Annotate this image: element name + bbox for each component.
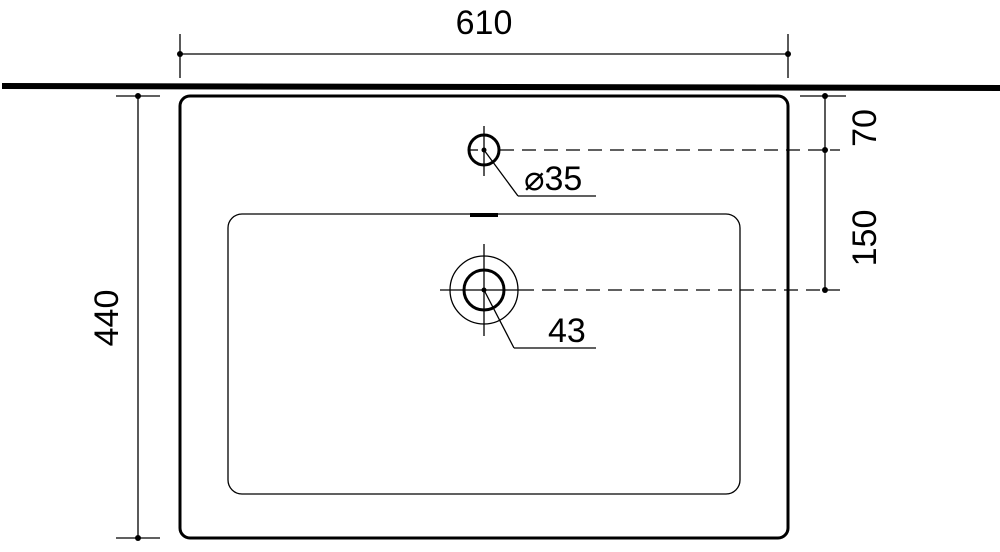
overflow-slot xyxy=(470,213,498,217)
drain-leader: 43 xyxy=(483,289,596,350)
tap-hole xyxy=(467,126,501,176)
tap-hole-leader: ⌀35 xyxy=(483,149,596,198)
drain xyxy=(440,244,520,336)
offset-dimension: 70 150 xyxy=(800,93,884,293)
wall-line xyxy=(1,83,1000,91)
drain-label: 43 xyxy=(548,312,586,350)
basin-outline xyxy=(178,94,790,540)
width-dimension: 610 xyxy=(177,4,791,78)
width-label: 610 xyxy=(456,4,513,42)
drain-offset-label: 150 xyxy=(846,210,884,267)
depth-label: 440 xyxy=(88,290,126,347)
depth-dimension: 440 xyxy=(88,93,160,541)
tap-offset-label: 70 xyxy=(846,109,884,147)
tap-hole-label: ⌀35 xyxy=(524,160,582,198)
